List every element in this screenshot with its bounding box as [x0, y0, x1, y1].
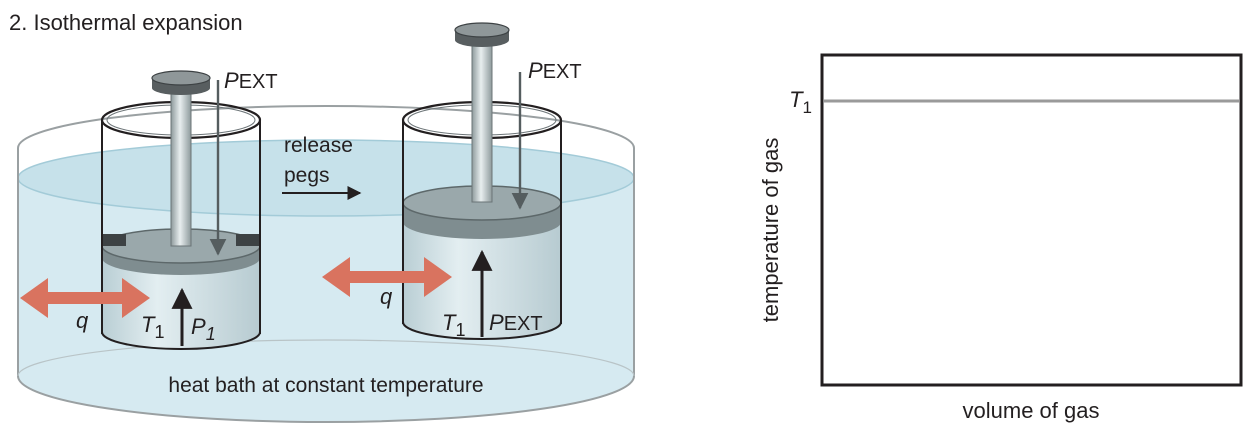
left-cylinder	[100, 70, 262, 350]
right-rod	[471, 43, 493, 203]
left-rod	[170, 91, 192, 247]
left-peg-right	[236, 234, 260, 246]
t1-tick-label: T1	[789, 87, 812, 117]
right-t1-label: T1	[442, 310, 465, 340]
left-p1-label: P1	[191, 314, 216, 344]
left-q-label: q	[76, 308, 89, 333]
left-pext-label: PEXT	[224, 68, 278, 93]
right-pext-bottom-label: PEXT	[489, 310, 543, 335]
chart-x-axis-label: volume of gas	[963, 398, 1100, 423]
left-t1-label: T1	[141, 312, 164, 342]
right-knob	[454, 22, 510, 47]
heat-bath-label: heat bath at constant temperature	[168, 374, 483, 397]
right-heat-arrow	[322, 257, 452, 297]
release-label: release	[284, 134, 353, 157]
right-pext-label: PEXT	[528, 58, 582, 83]
chart-frame	[820, 53, 1243, 387]
left-knob	[151, 70, 211, 95]
left-peg-left	[102, 234, 126, 246]
title: 2. Isothermal expansion	[9, 10, 243, 35]
right-q-label: q	[380, 284, 393, 309]
pegs-label: pegs	[284, 164, 330, 187]
left-heat-arrow	[20, 278, 150, 318]
right-cylinder	[401, 22, 563, 340]
chart-y-axis-label: temperature of gas	[758, 138, 783, 323]
temperature-volume-chart: T1 temperature of gas volume of gas	[758, 53, 1243, 423]
